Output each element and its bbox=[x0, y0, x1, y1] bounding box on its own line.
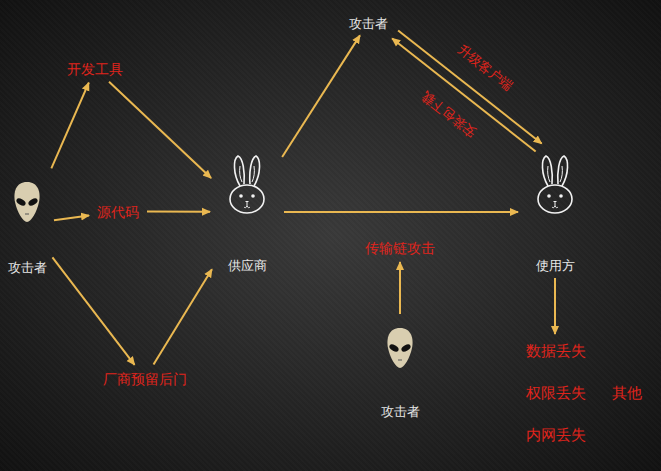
flow-arrow bbox=[52, 257, 134, 365]
node-label: 攻击者 bbox=[381, 404, 420, 420]
flow-arrow bbox=[154, 269, 212, 364]
attack-vector: 传输链攻击 bbox=[361, 237, 439, 258]
vector-text: 源代码 bbox=[97, 204, 139, 221]
flow-arrow bbox=[392, 38, 536, 151]
alien-icon bbox=[385, 326, 415, 370]
impact-text: 权限丢失 bbox=[526, 384, 586, 402]
flow-arrow bbox=[284, 211, 518, 213]
attack-vector: 源代码 bbox=[93, 201, 143, 222]
flow-arrow bbox=[399, 262, 401, 314]
node-label: 攻击者 bbox=[349, 16, 388, 32]
edge-label: 升级客户端 bbox=[455, 42, 516, 94]
impact-text: 数据丢失 bbox=[526, 342, 586, 360]
rabbit-icon bbox=[225, 154, 269, 216]
attacker-node: 攻击者 bbox=[345, 12, 392, 32]
flow-arrow bbox=[398, 30, 542, 143]
attacker-node: 攻击者 bbox=[376, 318, 424, 420]
flow-arrow bbox=[147, 211, 210, 213]
rabbit-icon bbox=[533, 154, 577, 216]
supplier-node: 供应商 bbox=[214, 150, 280, 274]
edge-label: 安装包下载 bbox=[419, 88, 480, 140]
flow-arrow bbox=[51, 83, 88, 169]
attack-vector: 厂商预留后门 bbox=[99, 368, 191, 389]
vector-text: 传输链攻击 bbox=[365, 240, 435, 257]
user-node: 使用方 bbox=[522, 150, 588, 274]
impact-text: 内网丢失 bbox=[526, 426, 586, 444]
impact-list: 数据丢失权限丢失 其他内网丢失 bbox=[522, 338, 646, 450]
flow-arrow bbox=[282, 35, 360, 157]
alien-icon bbox=[12, 180, 42, 224]
vector-text: 开发工具 bbox=[67, 61, 123, 78]
node-label: 攻击者 bbox=[8, 260, 47, 276]
attacker-node: 攻击者 bbox=[4, 172, 50, 276]
attack-vector: 开发工具 bbox=[63, 58, 127, 79]
vector-text: 厂商预留后门 bbox=[103, 371, 187, 388]
node-label: 使用方 bbox=[536, 258, 575, 274]
flow-arrow bbox=[554, 278, 556, 334]
impact-text: 其他 bbox=[612, 384, 642, 402]
node-label: 供应商 bbox=[228, 258, 267, 274]
flow-arrow bbox=[109, 82, 211, 178]
flow-arrow bbox=[54, 215, 89, 220]
